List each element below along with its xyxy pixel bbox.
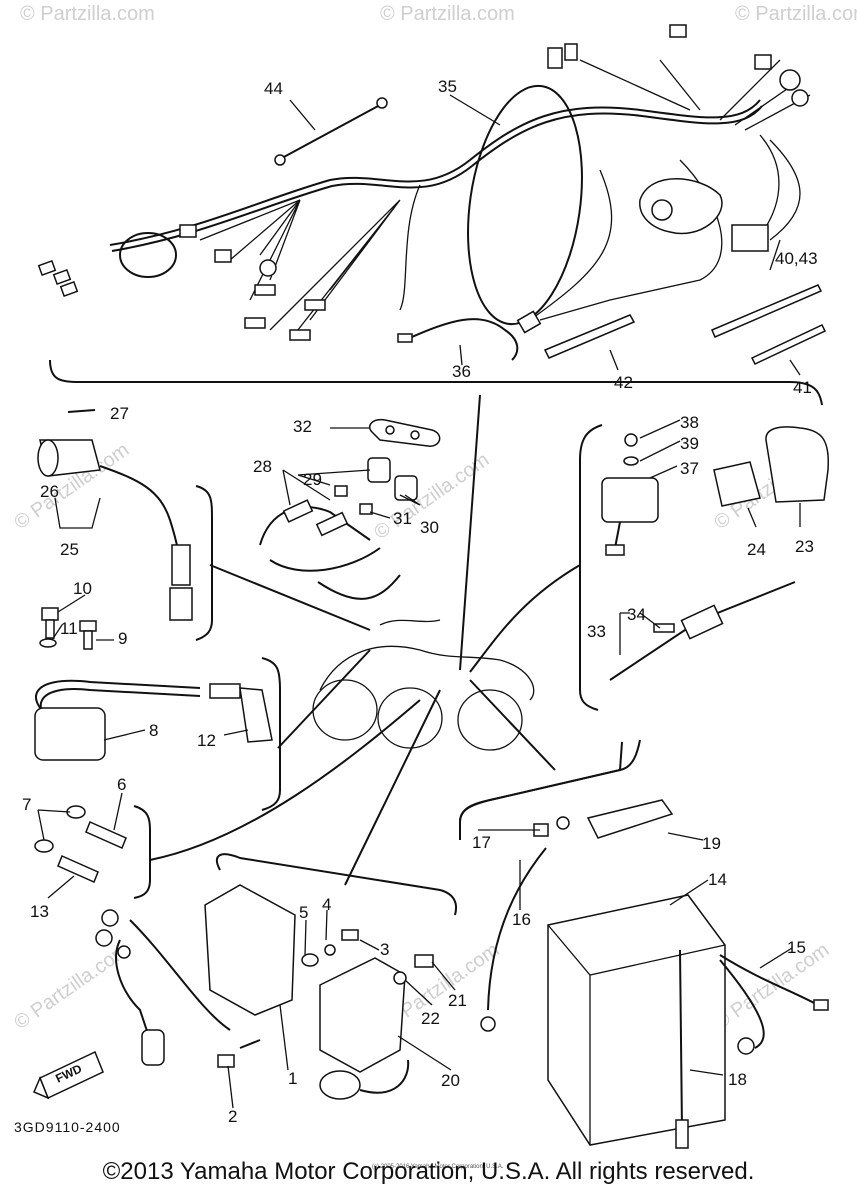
callout-41: 41	[793, 378, 812, 397]
watermark: © Partzilla.com	[710, 939, 833, 1034]
bracket-left-2	[261, 657, 281, 811]
small-copyright: (c) 2005-2016 Yamaha Motor Corporation, …	[372, 1164, 504, 1170]
bracket-right	[579, 424, 603, 711]
callout-23: 23	[795, 537, 814, 556]
fwd-arrow: FWD	[33, 1050, 104, 1100]
wire-harness	[37, 24, 811, 341]
callout-16: 16	[512, 910, 531, 929]
part-44-cable	[274, 97, 388, 166]
callout-38: 38	[680, 413, 699, 432]
drawing-code: 3GD9110-2400	[14, 1119, 121, 1135]
battery-group	[459, 739, 829, 1149]
callout-3: 3	[380, 940, 389, 959]
callout-10: 10	[73, 579, 92, 598]
bracket-battery	[459, 741, 623, 840]
callout-39: 39	[680, 434, 699, 453]
callout-15: 15	[787, 938, 806, 957]
leader-25	[54, 497, 101, 529]
callouts: 1 2 3 4 5 6 7 8 9 10 11 12 13 14 15 16 1…	[22, 77, 818, 1126]
callout-29: 29	[303, 470, 322, 489]
callout-14: 14	[708, 870, 727, 889]
ignition-coil	[34, 679, 273, 761]
callout-42: 42	[614, 373, 633, 392]
sensors-6-7-13	[34, 805, 127, 884]
copyright-notice: ©2013 Yamaha Motor Corporation, U.S.A. A…	[102, 1158, 755, 1185]
callout-12: 12	[197, 731, 216, 750]
callout-33: 33	[587, 622, 606, 641]
callout-18: 18	[728, 1070, 747, 1089]
callout-34: 34	[627, 605, 646, 624]
group-bracket-top	[49, 359, 823, 406]
callout-30: 30	[420, 518, 439, 537]
watermark: © Partzilla.com	[380, 3, 515, 25]
main-switch-assembly	[37, 409, 193, 621]
cdi-regulator-group	[95, 853, 458, 1100]
callout-19: 19	[702, 834, 721, 853]
callout-13: 13	[30, 902, 49, 921]
vehicle-outline	[312, 619, 535, 751]
callout-17: 17	[472, 833, 491, 852]
callout-31: 31	[393, 509, 412, 528]
callout-22: 22	[421, 1009, 440, 1028]
part-36-lead	[397, 318, 519, 361]
bolts-9-10-11	[39, 607, 97, 650]
callout-21: 21	[448, 991, 467, 1010]
relay-harness-group	[259, 418, 441, 600]
callout-1: 1	[288, 1069, 297, 1088]
callout-26: 26	[40, 482, 59, 501]
watermark: © Partzilla.com	[735, 3, 857, 25]
leader-arrows	[149, 394, 581, 886]
watermark: © Partzilla.com	[10, 939, 133, 1034]
callout-37: 37	[680, 459, 699, 478]
starter-relay-group	[601, 426, 830, 681]
callout-20: 20	[441, 1071, 460, 1090]
callout-2: 2	[228, 1107, 237, 1126]
bracket-left-3	[133, 805, 151, 899]
cable-ties	[543, 284, 827, 365]
callout-35: 35	[438, 77, 457, 96]
callout-32: 32	[293, 417, 312, 436]
callout-11: 11	[60, 619, 78, 638]
callout-leaders	[37, 94, 801, 1109]
callout-40-43: 40,43	[775, 249, 818, 268]
callout-25: 25	[60, 540, 79, 559]
callout-5: 5	[299, 903, 308, 922]
callout-8: 8	[149, 721, 158, 740]
callout-6: 6	[117, 775, 126, 794]
bracket-left-1	[195, 485, 213, 641]
watermark: © Partzilla.com	[20, 3, 155, 25]
callout-9: 9	[118, 629, 127, 648]
callout-27: 27	[110, 404, 129, 423]
callout-24: 24	[747, 540, 766, 559]
callout-44: 44	[264, 79, 283, 98]
callout-36: 36	[452, 362, 471, 381]
callout-28: 28	[253, 457, 272, 476]
callout-7: 7	[22, 795, 31, 814]
callout-4: 4	[322, 895, 331, 914]
